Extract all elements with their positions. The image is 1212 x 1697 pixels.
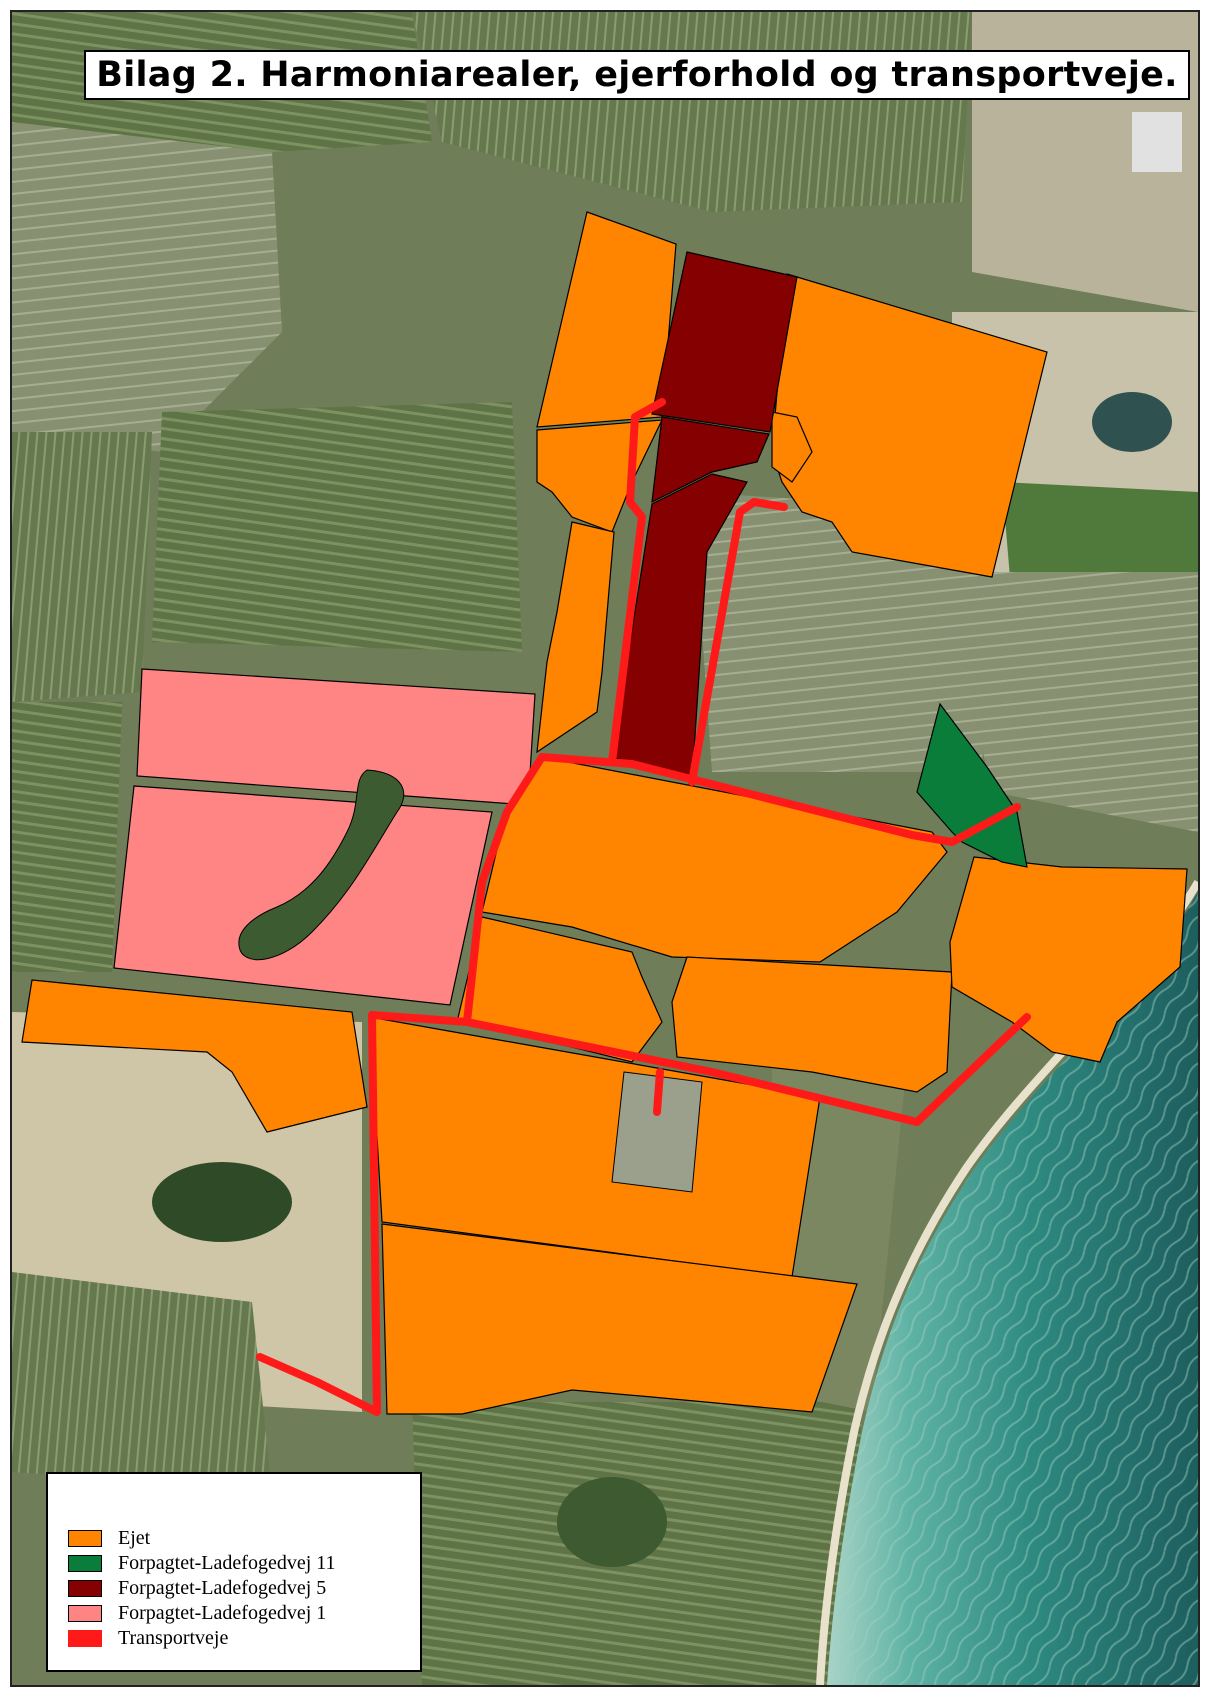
road-west-south[interactable]: [256, 1011, 381, 1416]
road-farm-spur[interactable]: [653, 1068, 664, 1116]
road-main-east-west[interactable]: [368, 1011, 1031, 1126]
legend-label-forpagtet-1: Forpagtet-Ladefogedvej 1: [118, 1602, 327, 1624]
legend-label-forpagtet-5: Forpagtet-Ladefogedvej 5: [118, 1577, 327, 1599]
parcel-orange-ne-small[interactable]: [771, 411, 813, 483]
legend-item-forpagtet-5: Forpagtet-Ladefogedvej 5: [68, 1576, 420, 1601]
parcel-darkred-north[interactable]: [651, 251, 798, 433]
parcel-orange-coast[interactable]: [949, 856, 1188, 1063]
legend-item-transportveje: Transportveje: [68, 1626, 420, 1651]
legend-item-forpagtet-1: Forpagtet-Ladefogedvej 1: [68, 1601, 420, 1626]
map-title-box: Bilag 2. Harmoniarealer, ejerforhold og …: [84, 50, 1190, 100]
tree-belt: [238, 769, 405, 961]
legend: Ejet Forpagtet-Ladefogedvej 11 Forpagtet…: [46, 1472, 422, 1672]
parcel-green[interactable]: [916, 702, 1028, 868]
map-frame[interactable]: Bilag 2. Harmoniarealer, ejerforhold og …: [10, 10, 1200, 1687]
road-center-loop[interactable]: [463, 753, 546, 1026]
legend-swatch-forpagtet-5: [68, 1580, 102, 1597]
legend-swatch-transportveje: [68, 1630, 102, 1647]
legend-item-ejet: Ejet: [68, 1526, 420, 1551]
legend-label-forpagtet-11: Forpagtet-Ladefogedvej 11: [118, 1552, 336, 1574]
legend-swatch-ejet: [68, 1530, 102, 1547]
parcel-group-forpagtet-ladefogedvej-5: [611, 251, 798, 783]
aerial-map[interactable]: [12, 12, 1198, 1685]
legend-item-forpagtet-11: Forpagtet-Ladefogedvej 11: [68, 1551, 420, 1576]
map-title: Bilag 2. Harmoniarealer, ejerforhold og …: [96, 55, 1178, 95]
parcel-orange-west-strip[interactable]: [536, 521, 615, 754]
parcel-group-forpagtet-ladefogedvej-1: [113, 668, 536, 1006]
legend-label-ejet: Ejet: [118, 1527, 151, 1549]
parcel-darkred-mid[interactable]: [651, 416, 770, 504]
legend-swatch-forpagtet-1: [68, 1605, 102, 1622]
parcel-group-forpagtet-ladefogedvej-11: [916, 702, 1028, 868]
transport-roads: [256, 398, 1031, 1416]
legend-swatch-forpagtet-11: [68, 1555, 102, 1572]
road-north-east[interactable]: [688, 498, 788, 786]
legend-label-transportveje: Transportveje: [118, 1627, 229, 1649]
road-north-west[interactable]: [608, 398, 666, 766]
parcel-orange-south[interactable]: [381, 1223, 858, 1415]
parcel-orange-west[interactable]: [21, 979, 368, 1133]
parcel-group-ejet: [21, 211, 1188, 1415]
parcel-orange-center-east[interactable]: [671, 956, 953, 1093]
farmstead-courtyard: [611, 1071, 703, 1193]
road-center-east[interactable]: [538, 753, 1021, 846]
